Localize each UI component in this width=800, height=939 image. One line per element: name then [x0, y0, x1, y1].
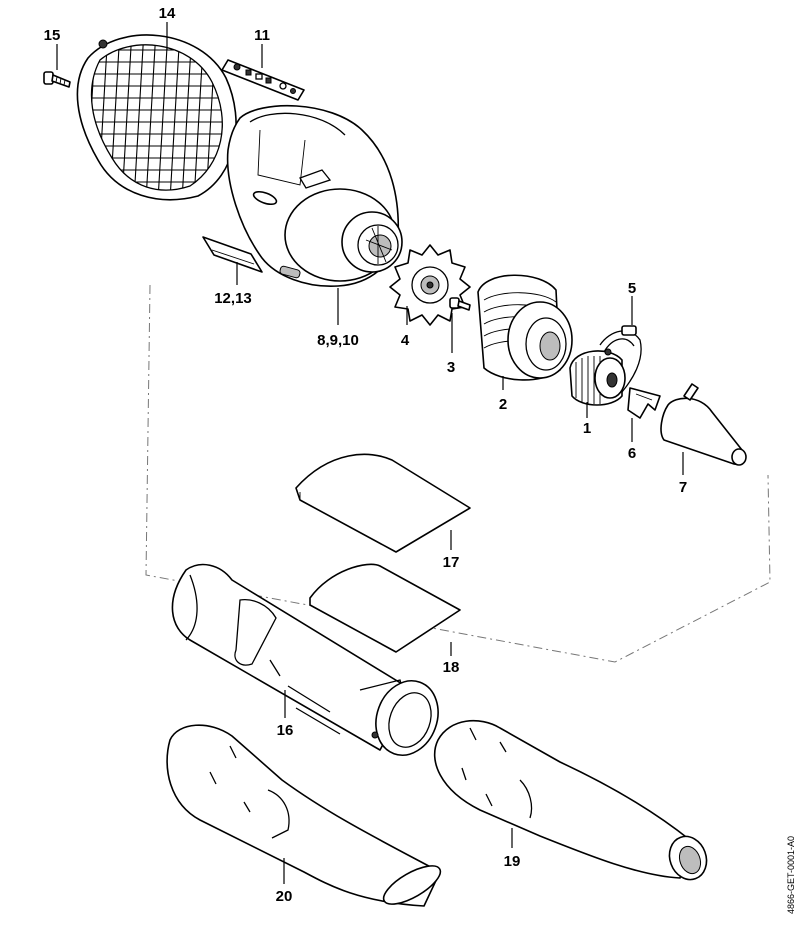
part-7-cap: [660, 383, 747, 466]
callout-15: 15: [44, 27, 61, 44]
callout-18: 18: [443, 659, 460, 676]
part-11-warning-label: [221, 59, 305, 101]
part-20-flat-nozzle: [166, 724, 442, 907]
callout-19: 19: [504, 853, 521, 870]
callout-4: 4: [401, 332, 410, 349]
part-8-9-10-motor-housing: [226, 104, 403, 287]
callout-20: 20: [276, 888, 293, 905]
part-17-filter-pad: [295, 453, 471, 553]
part-1-motor: [569, 350, 626, 406]
assembly-boundary-line: [145, 284, 771, 663]
part-19-round-nozzle: [433, 720, 708, 881]
callout-3: 3: [447, 359, 455, 376]
part-18-filter-pad: [309, 563, 461, 653]
callout-1: 1: [583, 420, 591, 437]
part-5-cable-harness: [599, 325, 642, 393]
part-4-fan-impeller: [389, 244, 471, 326]
callout-5: 5: [628, 280, 636, 297]
part-6-bracket: [627, 387, 661, 419]
callout-14: 14: [159, 5, 176, 22]
part-14-intake-grille: [76, 34, 237, 201]
part-12-13-pad: [202, 236, 263, 273]
document-number: 4866-GET-0001-A0: [786, 836, 796, 914]
callout-2: 2: [499, 396, 507, 413]
leader-lines: [56, 22, 684, 884]
part-2-motor-shell: [477, 274, 573, 381]
part-15-screw: [43, 71, 71, 88]
callout-7: 7: [679, 479, 687, 496]
callout-12-13: 12,13: [214, 290, 252, 307]
callout-11: 11: [254, 27, 270, 44]
callout-17: 17: [443, 554, 460, 571]
callout-16: 16: [277, 722, 294, 739]
part-3-screw: [449, 297, 471, 311]
callout-8-9-10: 8,9,10: [317, 332, 359, 349]
callout-6: 6: [628, 445, 636, 462]
